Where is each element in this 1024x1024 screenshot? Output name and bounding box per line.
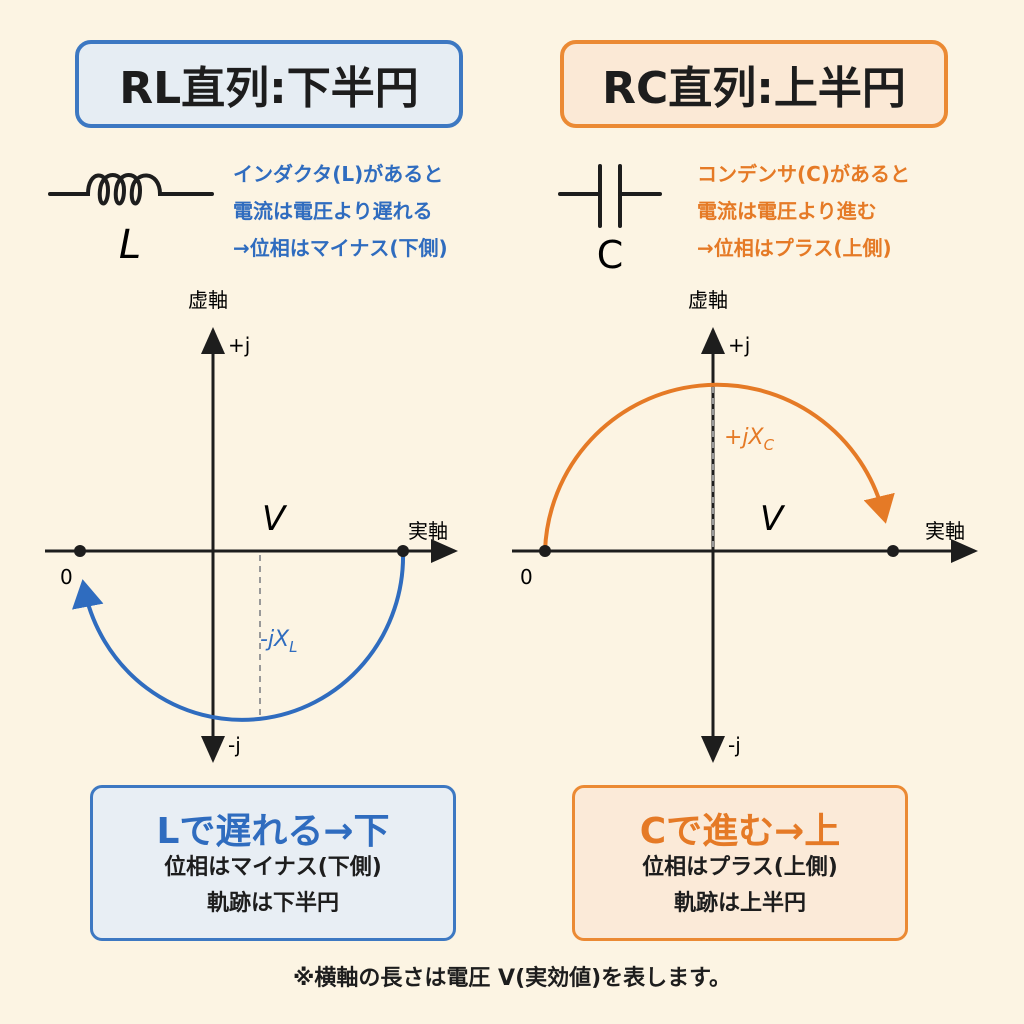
origin-point xyxy=(539,545,551,557)
capacitor-label: C xyxy=(597,233,624,277)
rl-desc-line: 電流は電圧より遅れる xyxy=(233,199,433,223)
minus-j-label: -j xyxy=(728,733,741,757)
footnote: ※横軸の長さは電圧 V(実効値)を表します。 xyxy=(293,966,731,991)
rl-summary-line: 軌跡は下半円 xyxy=(206,891,339,916)
lower-semicircle-locus xyxy=(72,550,406,722)
rc-plot: 虚軸 +j -j 実軸 0 V +jXC xyxy=(512,288,978,763)
rl-summary-box: Lで遅れる→下 位相はマイナス(下側) 軌跡は下半円 xyxy=(90,785,456,941)
plus-j-label: +j xyxy=(228,333,250,357)
imag-axis-label: 虚軸 xyxy=(188,288,228,312)
real-axis-label: 実軸 xyxy=(925,519,965,543)
rl-summary-heading: Lで遅れる→下 xyxy=(156,811,390,852)
inductor-label: L xyxy=(119,222,141,268)
rc-desc-line: →位相はプラス(上側) xyxy=(697,236,892,260)
rc-summary-heading: Cで進む→上 xyxy=(639,811,841,852)
rl-description: インダクタ(L)があると 電流は電圧より遅れる →位相はマイナス(下側) xyxy=(233,156,448,267)
rc-summary-line: 位相はプラス(上側) xyxy=(642,855,838,880)
rc-desc-line: 電流は電圧より進む xyxy=(697,199,877,223)
rl-title: RL直列:下半円 xyxy=(75,40,463,128)
rc-title: RC直列:上半円 xyxy=(560,40,948,128)
origin-point xyxy=(74,545,86,557)
rc-summary-line: 軌跡は上半円 xyxy=(673,891,806,916)
v-label: V xyxy=(262,499,288,539)
rc-description: コンデンサ(C)があると 電流は電圧より進む →位相はプラス(上側) xyxy=(697,156,910,267)
capacitor-icon xyxy=(558,164,662,228)
rl-desc-line: インダクタ(L)があると xyxy=(233,162,444,186)
upper-semicircle-locus xyxy=(543,382,895,552)
rl-desc-line: →位相はマイナス(下側) xyxy=(233,236,448,260)
inductor-icon xyxy=(48,173,214,206)
imag-axis-label: 虚軸 xyxy=(688,288,728,312)
minus-j-label: -j xyxy=(228,733,241,757)
rl-summary-line: 位相はマイナス(下側) xyxy=(164,855,382,880)
voltage-point xyxy=(887,545,899,557)
origin-label: 0 xyxy=(520,565,533,589)
origin-label: 0 xyxy=(60,565,73,589)
reactance-label: +jXC xyxy=(724,425,775,454)
real-axis-label: 実軸 xyxy=(408,519,448,543)
plus-j-label: +j xyxy=(728,333,750,357)
rl-plot: 虚軸 +j -j 実軸 0 V -jXL xyxy=(45,288,458,763)
reactance-label: -jXL xyxy=(260,627,297,656)
rc-desc-line: コンデンサ(C)があると xyxy=(697,162,910,186)
v-label: V xyxy=(760,499,786,539)
voltage-point xyxy=(397,545,409,557)
rc-summary-box: Cで進む→上 位相はプラス(上側) 軌跡は上半円 xyxy=(572,785,908,941)
